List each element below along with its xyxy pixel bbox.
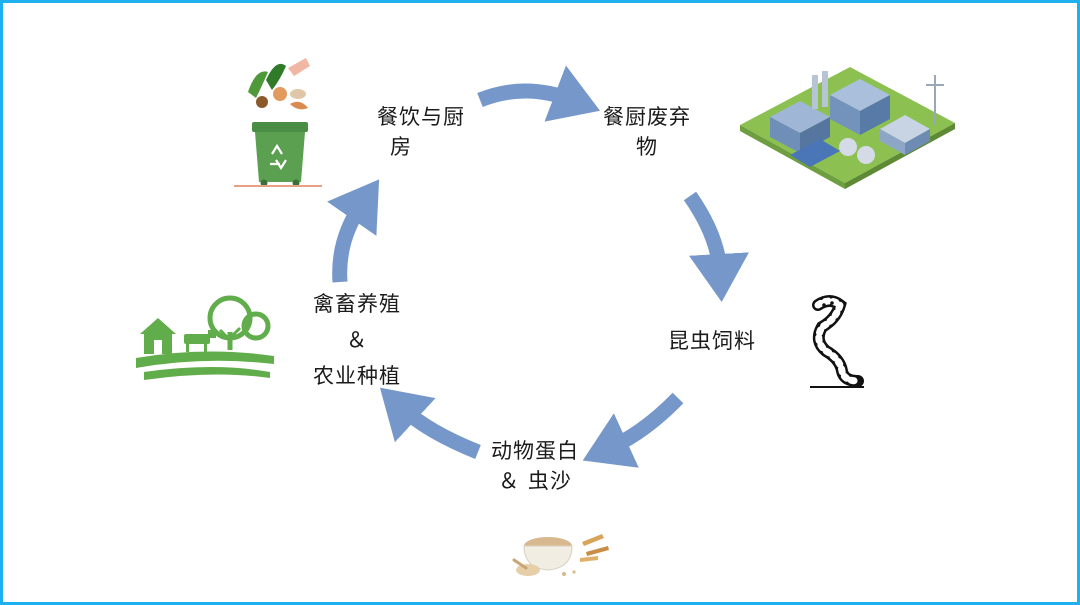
arrow-farming-to-kitchen [327, 179, 380, 283]
node-farming-line1: 禽畜养殖 [313, 292, 401, 316]
factory-icon [740, 67, 955, 189]
grain-bowl-icon [512, 534, 609, 576]
node-kitchen-label: 餐饮与厨 房 [356, 102, 486, 162]
node-insect-label: 昆虫饲料 [652, 326, 772, 356]
node-waste-label: 餐厨废弃 物 [582, 102, 712, 162]
node-kitchen-line1: 餐饮与厨 [377, 105, 465, 129]
arrow-kitchen-to-waste [477, 65, 601, 122]
node-waste-line2: 物 [636, 135, 658, 159]
node-farming-line3: 农业种植 [313, 364, 401, 388]
node-waste-line1: 餐厨废弃 [603, 105, 691, 129]
recycling-bin-icon [234, 58, 322, 187]
arrow-protein-to-farming [379, 387, 481, 459]
worm-icon [810, 295, 864, 388]
node-kitchen-line2: 房 [390, 135, 412, 159]
arrow-insect-to-protein [582, 392, 684, 468]
node-protein-line2: ＆ 虫沙 [498, 469, 572, 493]
node-farming-line2: ＆ [346, 328, 368, 352]
arrow-waste-to-insect [683, 191, 749, 302]
farm-icon [136, 295, 274, 380]
node-protein-label: 动物蛋白 ＆ 虫沙 [470, 436, 600, 496]
node-farming-label: 禽畜养殖 ＆ 农业种植 [292, 286, 422, 394]
node-insect-line1: 昆虫饲料 [668, 329, 756, 353]
node-protein-line1: 动物蛋白 [491, 439, 579, 463]
